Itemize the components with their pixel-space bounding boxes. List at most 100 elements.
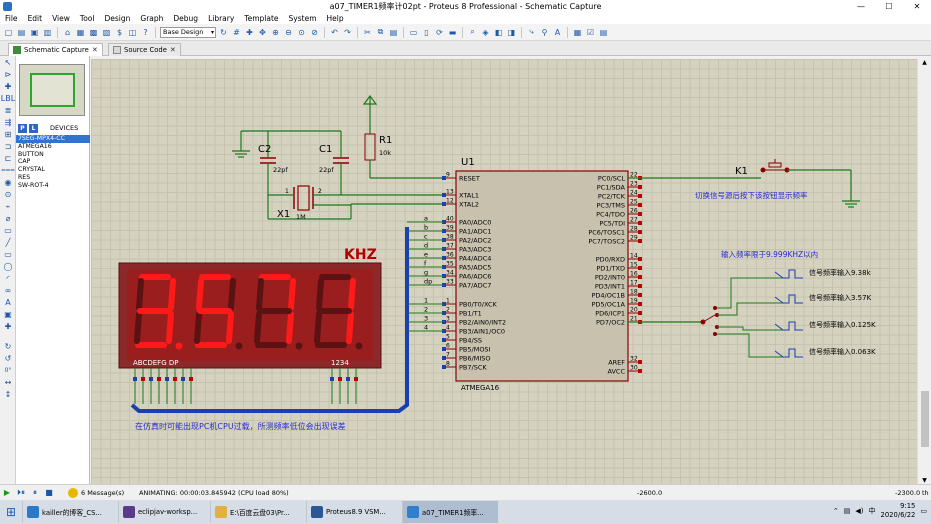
- bus-mode-icon[interactable]: ⇶: [4, 117, 12, 127]
- bill-of-materials-icon[interactable]: ▤: [599, 27, 608, 37]
- save-icon[interactable]: ▣: [30, 27, 39, 37]
- rotate-clockwise-icon[interactable]: ↻: [4, 341, 12, 351]
- design-variant-select[interactable]: Base Design▾: [160, 26, 216, 38]
- taskbar-item[interactable]: eclipjav-worksp...: [118, 501, 210, 523]
- package-tool-icon[interactable]: ◧: [494, 27, 503, 37]
- component-mode-icon[interactable]: ⊳: [4, 69, 12, 79]
- selection-mode-icon[interactable]: ↖: [4, 57, 12, 67]
- symbol-draw-icon[interactable]: ▣: [4, 309, 12, 319]
- junction-dot-icon[interactable]: ✚: [4, 81, 12, 91]
- device-list-item[interactable]: ATMEGA16: [18, 142, 52, 150]
- network-icon[interactable]: ▤: [843, 507, 851, 515]
- pan-icon[interactable]: ✥: [259, 27, 266, 37]
- decompose-icon[interactable]: ◨: [507, 27, 516, 37]
- chevron-up-icon[interactable]: ⌃: [832, 507, 839, 515]
- taskbar-item[interactable]: Proteus8.9 VSM...: [306, 501, 402, 523]
- capacitor-c1[interactable]: C1 22pf: [319, 131, 349, 195]
- tape-recorder-icon[interactable]: ◉: [4, 177, 12, 187]
- ground-terminal-left[interactable]: [232, 131, 250, 158]
- taskbar-item[interactable]: a07_TIMER1频率...: [402, 501, 498, 523]
- block-rotate-icon[interactable]: ⟳: [436, 27, 443, 37]
- volume-icon[interactable]: ◀): [855, 507, 864, 515]
- device-list-item[interactable]: BUTTON: [18, 150, 44, 158]
- block-move-icon[interactable]: ▯: [424, 27, 429, 37]
- device-list-item[interactable]: 7SEG-MPX4-CC: [16, 135, 90, 143]
- schematic-icon[interactable]: ▦: [76, 27, 85, 37]
- wire-autoroute-icon[interactable]: ⤷: [529, 27, 534, 36]
- tab-schematic-capture[interactable]: Schematic Capture ✕: [8, 43, 103, 56]
- clock[interactable]: 9:15 2020/6/22: [880, 502, 916, 519]
- close-tab-icon[interactable]: ✕: [169, 46, 176, 54]
- device-list-item[interactable]: CRYSTAL: [18, 166, 45, 174]
- stop-icon[interactable]: ■: [45, 488, 53, 497]
- push-button-k1[interactable]: K1: [628, 159, 860, 208]
- overview-window[interactable]: [19, 64, 85, 116]
- zoom-all-icon[interactable]: ⊙: [298, 27, 305, 37]
- scroll-up-icon[interactable]: ▲: [922, 59, 927, 66]
- pause-icon[interactable]: ⏸: [33, 487, 37, 497]
- virtual-instrument-icon[interactable]: ▭: [4, 225, 12, 235]
- menu-file[interactable]: File: [5, 14, 18, 23]
- step-icon[interactable]: ⏵⏸: [17, 487, 25, 497]
- crystal-x1[interactable]: X1 1M 1 2: [268, 185, 444, 221]
- close-project-icon[interactable]: ▥: [43, 27, 52, 37]
- make-device-icon[interactable]: ◈: [482, 27, 489, 37]
- device-list-item[interactable]: RES: [18, 173, 31, 181]
- electrical-rule-check-icon[interactable]: ☑: [586, 27, 595, 37]
- source-code-icon[interactable]: ◫: [128, 27, 137, 37]
- menu-system[interactable]: System: [288, 14, 317, 23]
- copy-icon[interactable]: ⧉: [377, 27, 384, 36]
- schematic-canvas[interactable]: R1 10k C2 22pf C1 22pf X1: [91, 59, 917, 484]
- path-draw-icon[interactable]: ∞: [4, 285, 12, 295]
- input-language[interactable]: 中: [868, 507, 876, 515]
- tab-source-code[interactable]: Source Code ✕: [108, 43, 181, 56]
- netlist-icon[interactable]: ▦: [573, 27, 582, 37]
- redo-icon[interactable]: ↷: [344, 27, 351, 37]
- close-button[interactable]: ✕: [913, 2, 921, 11]
- menu-design[interactable]: Design: [104, 14, 131, 23]
- open-folder-icon[interactable]: ▤: [17, 27, 26, 37]
- graph-mode-icon[interactable]: ⩶: [1, 165, 15, 174]
- rotary-switch[interactable]: 信号频率输入9.38k信号频率输入3.57K信号频率输入0.125K信号频率输入…: [628, 268, 876, 358]
- circle-draw-icon[interactable]: ◯: [3, 261, 13, 271]
- subcircuit-icon[interactable]: ⊞: [4, 129, 12, 139]
- maximize-button[interactable]: ☐: [885, 2, 893, 11]
- zoom-in-icon[interactable]: ⊕: [272, 27, 279, 37]
- block-delete-icon[interactable]: ▬: [448, 27, 457, 37]
- mirror-horizontal-icon[interactable]: ↔: [4, 377, 12, 387]
- probe-voltage-icon[interactable]: ⌁: [5, 201, 11, 211]
- menu-tool[interactable]: Tool: [79, 14, 95, 23]
- device-list-item[interactable]: CAP: [18, 158, 31, 166]
- scroll-down-icon[interactable]: ▼: [922, 477, 927, 484]
- taskbar-item[interactable]: kailler的博客_CS...: [22, 501, 118, 523]
- library-manager-button[interactable]: L: [29, 123, 38, 133]
- text-script-icon[interactable]: ≣: [4, 105, 12, 115]
- pcb-icon[interactable]: ▩: [89, 27, 98, 37]
- wire-label-icon[interactable]: LBL: [0, 93, 16, 103]
- menu-template[interactable]: Template: [244, 14, 279, 23]
- menu-library[interactable]: Library: [208, 14, 235, 23]
- play-icon[interactable]: ▶: [3, 488, 11, 497]
- paste-icon[interactable]: ▤: [389, 27, 398, 37]
- resistor-r1[interactable]: R1 10k: [364, 133, 444, 179]
- zoom-area-icon[interactable]: ⊘: [311, 27, 318, 37]
- probe-current-icon[interactable]: ⌀: [5, 213, 11, 223]
- box-draw-icon[interactable]: ▭: [4, 249, 12, 259]
- windows-start-icon[interactable]: ⊞: [5, 505, 17, 519]
- text-draw-icon[interactable]: A: [5, 297, 11, 307]
- marker-draw-icon[interactable]: ✚: [4, 321, 12, 331]
- pick-devices-button[interactable]: P: [18, 123, 27, 133]
- capacitor-c2[interactable]: C2 22pf: [241, 130, 341, 219]
- taskbar-item[interactable]: E:\百度云盘03\Pr...: [210, 501, 306, 523]
- messages-count[interactable]: 6 Message(s): [81, 488, 125, 497]
- seven-segment-display[interactable]: KHZ ABCDEFG DP 1234: [118, 247, 382, 404]
- pick-device-icon[interactable]: ⌕: [470, 27, 475, 36]
- power-terminal[interactable]: [362, 95, 378, 134]
- arc-draw-icon[interactable]: ◜: [6, 273, 10, 283]
- home-icon[interactable]: ⌂: [64, 27, 71, 37]
- rotate-anticlockwise-icon[interactable]: ↺: [4, 353, 12, 363]
- terminal-mode-icon[interactable]: ⊐: [4, 141, 12, 151]
- bom-icon[interactable]: $: [116, 27, 123, 37]
